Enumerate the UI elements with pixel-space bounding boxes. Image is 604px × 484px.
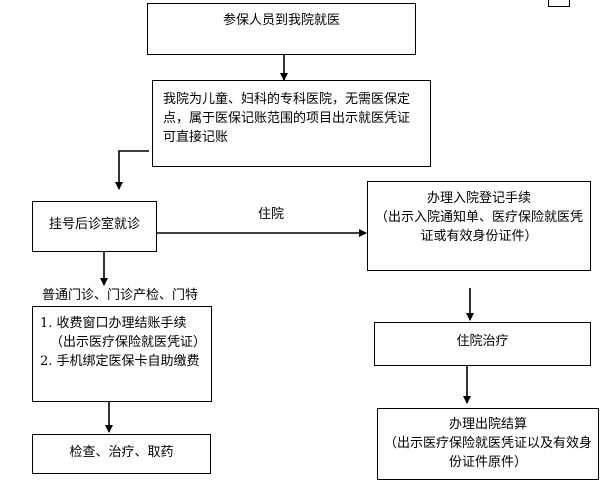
register-node-text: 挂号后诊室就诊 (48, 217, 140, 232)
start-node-text: 参保人员到我院就医 (222, 13, 340, 28)
exam-node-text: 检查、治疗、取药 (69, 445, 174, 460)
policy-node-text: 我院为儿童、妇科的专科医院，无需医保定点，属于医保记账范围的项目出示就医凭证可直… (163, 92, 411, 145)
outpatient-types-label: 普通门诊、门诊产检、门特 (42, 288, 199, 303)
policy-node: 我院为儿童、妇科的专科医院，无需医保定点，属于医保记账范围的项目出示就医凭证可直… (152, 80, 431, 167)
inpatient-node-text: 住院治疗 (456, 334, 509, 349)
arrow-policy-to-register (115, 150, 149, 190)
discharge-detail: （出示医疗保险就医凭证以及有效身份证件原件） (384, 436, 593, 470)
hospitalize-label: 住院 (258, 207, 285, 222)
inpatient-node: 住院治疗 (374, 322, 591, 366)
outpatient-settlement-node: 1. 收费窗口办理结账手续 （出示医疗保险就医凭证） 2. 手机绑定医保卡自助缴… (32, 306, 212, 402)
admission-title: 办理入院登记手续 (426, 191, 531, 206)
outpatient-line-3: 2. 手机绑定医保卡自助缴费 (40, 354, 200, 369)
start-node: 参保人员到我院就医 (147, 3, 416, 55)
outpatient-line-1: 1. 收费窗口办理结账手续 (40, 316, 187, 331)
register-node: 挂号后诊室就诊 (32, 201, 157, 252)
outpatient-line-2: （出示医疗保险就医凭证） (50, 335, 207, 350)
exam-node: 检查、治疗、取药 (32, 434, 211, 474)
admission-detail: （出示入院通知单、医疗保险就医凭证或有效身份证件） (374, 210, 583, 244)
corner-tab (548, 0, 570, 7)
discharge-title: 办理出院结算 (448, 417, 527, 432)
admission-node: 办理入院登记手续 （出示入院通知单、医疗保险就医凭证或有效身份证件） (367, 181, 591, 271)
discharge-node: 办理出院结算 （出示医疗保险就医凭证以及有效身份证件原件） (377, 408, 599, 480)
